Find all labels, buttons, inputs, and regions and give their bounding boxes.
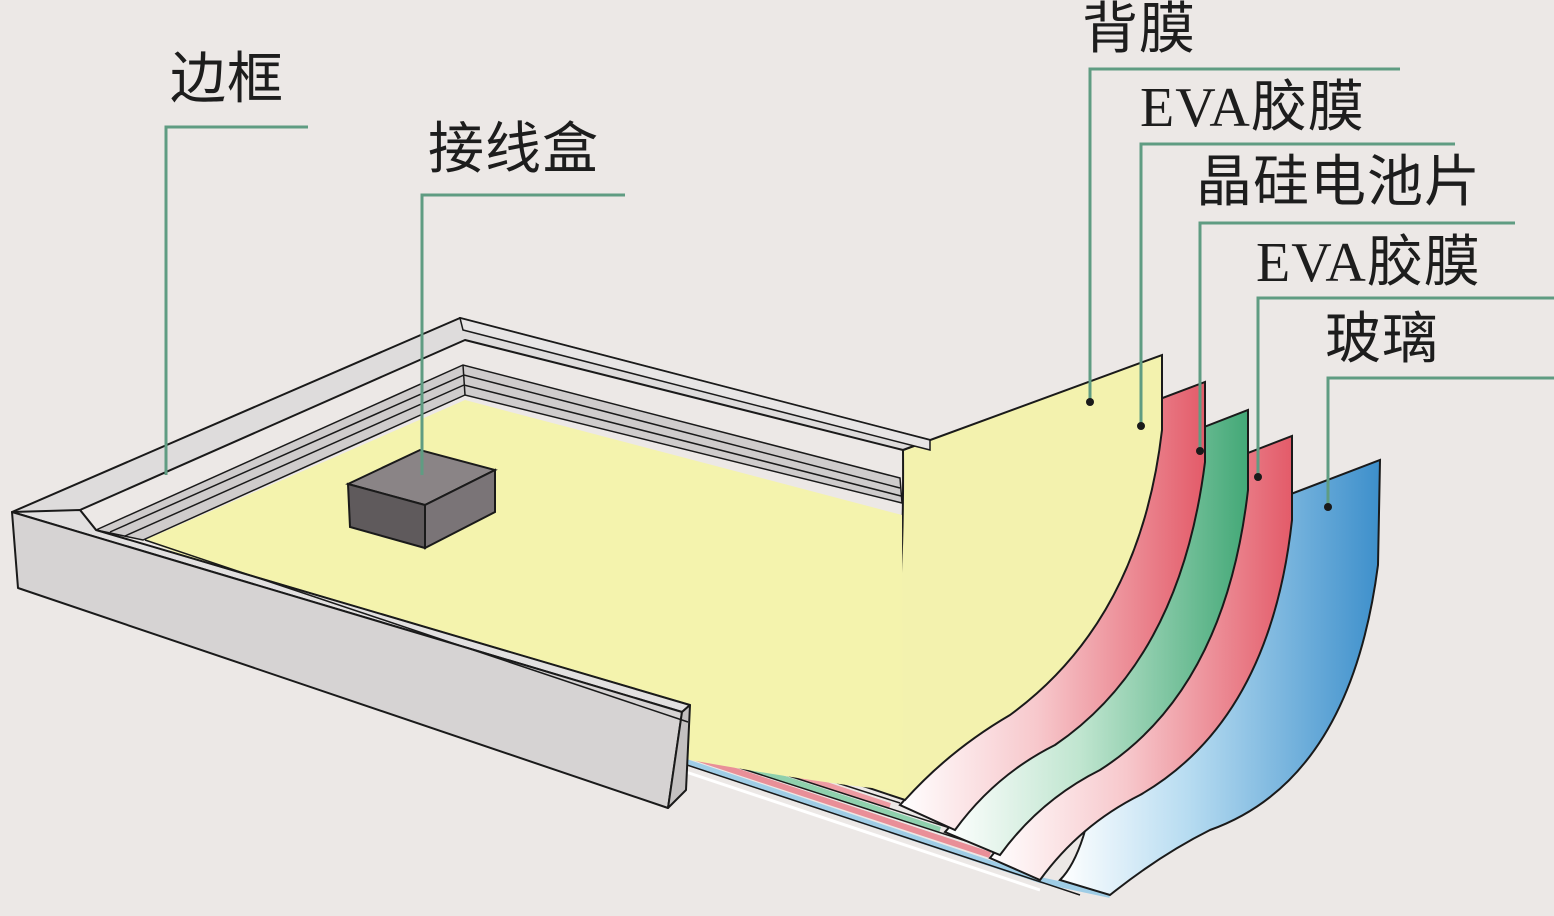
leader-dots	[1086, 398, 1332, 511]
leader-lines	[164, 67, 1554, 505]
leader-eva-bottom	[1256, 296, 1554, 475]
frame	[11, 316, 931, 809]
label-glass: 玻璃	[1325, 307, 1439, 372]
leader-glass	[1326, 376, 1554, 505]
label-junction-box: 接线盒	[428, 117, 599, 182]
label-frame: 边框	[170, 47, 284, 112]
label-backsheet: 背膜	[1082, 0, 1196, 62]
leader-eva-top	[1139, 142, 1455, 425]
leader-junction-box	[420, 193, 625, 475]
label-eva-top: EVA胶膜	[1140, 77, 1365, 139]
leader-frame	[164, 125, 308, 475]
leader-cells	[1198, 221, 1515, 450]
junction-box	[345, 448, 498, 550]
label-eva-bottom: EVA胶膜	[1256, 232, 1481, 294]
leader-backsheet	[1088, 67, 1400, 400]
label-cells: 晶硅电池片	[1196, 150, 1481, 215]
